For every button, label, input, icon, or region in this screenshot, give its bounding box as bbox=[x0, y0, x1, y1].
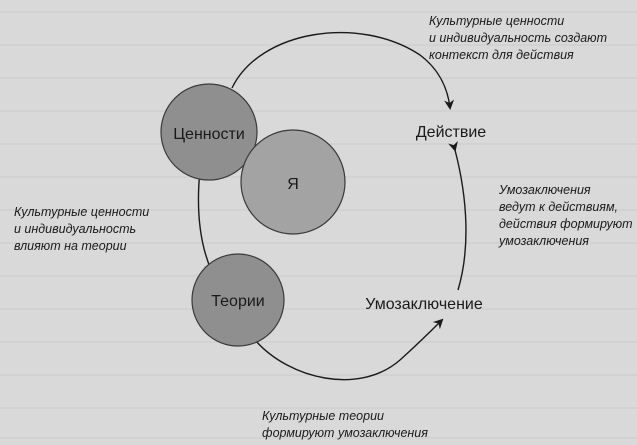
annotation-right-line: действия формируют bbox=[499, 217, 633, 231]
annotation-left-line: и индивидуальность bbox=[14, 222, 136, 236]
values-circle bbox=[160, 83, 258, 181]
annotation-left-line: Культурные ценности bbox=[14, 205, 149, 219]
annotation-left-line: влияют на теории bbox=[14, 239, 127, 253]
annotation-right-line: умозаключения bbox=[498, 234, 589, 248]
theories-label: Теории bbox=[211, 293, 264, 310]
annotation-top-right-line: контекст для действия bbox=[429, 48, 574, 62]
annotation-bottom-line: формируют умозаключения bbox=[262, 426, 428, 440]
arrow-values-to-theories bbox=[197, 169, 214, 274]
action-label: Действие bbox=[416, 124, 486, 141]
annotation-right-line: ведут к действиям, bbox=[499, 200, 618, 214]
annotation-bottom: Культурные теории формируют умозаключени… bbox=[262, 409, 428, 440]
annotation-right: Умозаключения ведут к действиям, действи… bbox=[498, 183, 633, 248]
annotation-top-right-line: Культурные ценности bbox=[429, 14, 564, 28]
self-circle bbox=[240, 129, 346, 235]
theories-circle bbox=[191, 253, 285, 347]
self-label: Я bbox=[287, 176, 299, 193]
annotation-left: Культурные ценности и индивидуальность в… bbox=[14, 205, 149, 253]
arrow-action-inference-cycle bbox=[448, 140, 467, 291]
values-label: Ценности bbox=[173, 126, 245, 143]
annotation-top-right-line: и индивидуальность создают bbox=[429, 31, 607, 45]
arrow-theories-to-inference bbox=[254, 318, 444, 381]
arrow-values-to-action bbox=[231, 31, 455, 110]
annotation-right-line: Умозаключения bbox=[498, 183, 591, 197]
annotation-bottom-line: Культурные теории bbox=[262, 409, 384, 423]
annotation-top-right: Культурные ценности и индивидуальность с… bbox=[429, 14, 607, 62]
inference-label: Умозаключение bbox=[365, 296, 483, 313]
